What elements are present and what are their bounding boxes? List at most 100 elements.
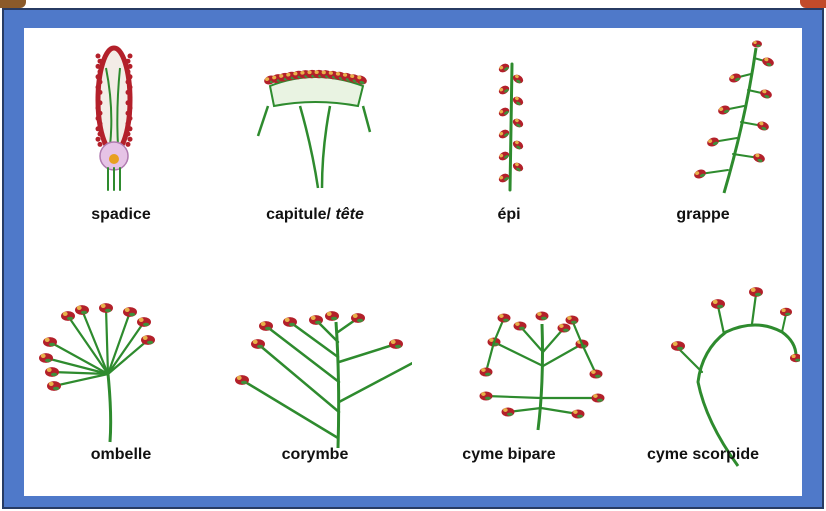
flower-mark [137,317,151,327]
flower-mark [47,381,61,391]
flower-sepal [49,343,55,347]
flower-mark [497,62,510,74]
flower-petal [497,150,510,162]
stem-line [582,344,596,374]
spadix-flower-left [98,142,103,147]
flower-sepal [357,319,363,323]
cell-epi: épi [412,28,606,262]
flower-petal [497,128,510,140]
flower-sepal [129,313,135,317]
flower-sepal [507,413,513,416]
flower-anther [753,41,757,44]
flower-sepal [597,399,603,402]
inflorescence-panel: spadice capitule/ tête épi grappe ombell… [24,28,802,496]
flower-mark [717,104,731,116]
flower-mark [309,315,323,325]
spadix-flower-left [98,80,103,85]
flower-sepal [577,415,583,418]
stem-line [494,342,543,366]
corner-decoration-right [800,0,826,8]
stem-line [266,326,339,382]
flower-anther [101,304,106,308]
spadix-flower-left [96,106,101,111]
flower-sepal [677,347,683,351]
flower-anther [515,322,520,326]
flower-anther [63,312,68,316]
spadix-flower-right [126,132,131,137]
flower-mark [511,161,524,173]
flower-mark [235,375,249,385]
stem-line [242,380,338,438]
flower-sepal [541,317,547,320]
flower-anther [559,324,564,328]
flower-sepal [315,321,321,325]
flower-petal [728,72,742,84]
spadix-flower-right [128,85,133,90]
spadix-flower-right [126,100,131,105]
spadix-flower-left [98,132,103,137]
flower-petal [761,56,775,68]
spadix-flower-left [96,126,101,131]
label-corymbe: corymbe [218,446,412,464]
flower-petal [693,168,707,180]
cell-cyme-scorpide: cyme scorpide [606,262,800,496]
flower-anther [673,342,678,346]
flower-mark [39,353,53,363]
stem-line [718,306,724,334]
flower-mark [572,409,585,418]
flower-sepal [51,373,57,377]
flower-mark [123,307,137,317]
flower-sepal [785,313,790,316]
cell-spadice: spadice [24,28,218,262]
cell-ombelle: ombelle [24,262,218,496]
flower-mark [558,323,571,332]
spadix-flower-right [126,59,131,64]
flower-anther [391,340,396,344]
spadix-flower-right [126,142,131,147]
flower-mark [728,72,742,84]
flower-mark [480,367,493,376]
flower-anther [327,312,332,316]
flower-sepal [485,397,491,400]
flower-sepal [265,327,271,331]
spadix-flower-right [128,54,133,59]
stem-line [339,358,412,402]
spadix-body [98,48,130,152]
flower-anther [285,318,290,322]
flower-sepal [595,375,601,378]
flower-mark [497,128,510,140]
flower-mark [752,41,762,48]
flower-mark [251,339,265,349]
flower-sepal [503,319,509,322]
corner-decoration-left [0,0,26,8]
label-grappe: grappe [606,206,800,224]
stem-line [106,308,108,374]
flower-anther [125,308,130,312]
flower-petal [497,106,510,118]
flower-anther [792,354,796,358]
spike-icon [412,28,606,262]
spadix-flower-left [96,85,101,90]
flower-petal [497,62,510,74]
stem-line [486,396,541,398]
bract [363,106,370,132]
flower-sepal [143,323,149,327]
stem-line [752,294,756,324]
umbel-stalk [108,374,111,442]
flower-mark [693,168,707,180]
flower-mark [498,313,511,322]
capitulum-icon [218,28,412,262]
flower-petal [511,95,524,107]
flower-anther [537,312,542,316]
label-epi: épi [412,206,606,224]
flower-mark [43,337,57,347]
spadix-flower-right [128,137,133,142]
spadix-icon [24,28,218,262]
scorpioid-axis [698,325,796,466]
stem-line [543,344,582,366]
spadix-flower-left [96,54,101,59]
flower-mark [752,152,766,164]
flower-anther [489,338,494,342]
flower-anther [567,316,572,320]
flower-anther [713,300,718,304]
